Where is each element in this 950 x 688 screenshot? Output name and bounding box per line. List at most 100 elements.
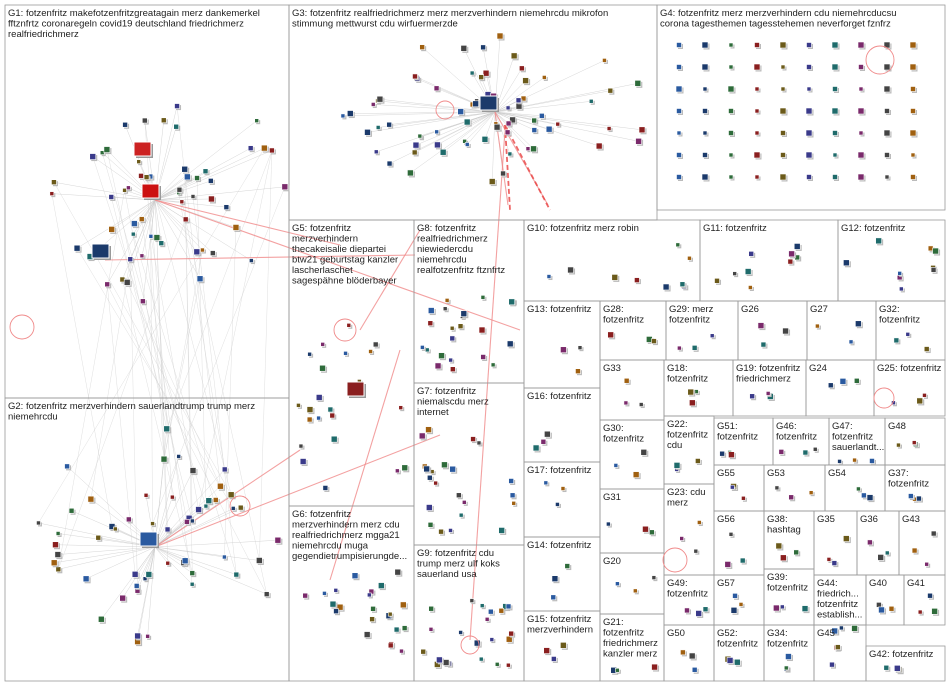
node[interactable]: [815, 323, 820, 329]
hub-node[interactable]: [133, 141, 152, 157]
node[interactable]: [217, 482, 224, 490]
node[interactable]: [479, 603, 485, 608]
node[interactable]: [480, 44, 486, 51]
node[interactable]: [688, 652, 696, 660]
node[interactable]: [779, 41, 787, 49]
node[interactable]: [399, 648, 404, 654]
node[interactable]: [478, 74, 484, 80]
node[interactable]: [481, 136, 489, 143]
node[interactable]: [488, 178, 496, 185]
node[interactable]: [210, 250, 216, 256]
node[interactable]: [449, 325, 455, 331]
node[interactable]: [732, 593, 738, 599]
node[interactable]: [153, 234, 161, 241]
node[interactable]: [606, 521, 611, 527]
node[interactable]: [333, 608, 339, 615]
node[interactable]: [506, 662, 511, 668]
node[interactable]: [480, 354, 486, 360]
node[interactable]: [52, 541, 59, 549]
node[interactable]: [184, 173, 191, 181]
node[interactable]: [875, 237, 882, 245]
node[interactable]: [373, 149, 379, 155]
node[interactable]: [702, 606, 709, 613]
node[interactable]: [330, 435, 338, 443]
node[interactable]: [753, 63, 761, 71]
node[interactable]: [140, 298, 146, 305]
node[interactable]: [754, 42, 760, 48]
node[interactable]: [848, 339, 854, 345]
node[interactable]: [281, 183, 289, 191]
node[interactable]: [176, 186, 183, 193]
node[interactable]: [327, 406, 334, 413]
node[interactable]: [511, 500, 517, 506]
node[interactable]: [181, 557, 189, 565]
node[interactable]: [679, 281, 686, 288]
node[interactable]: [638, 126, 646, 134]
node[interactable]: [329, 412, 336, 419]
node[interactable]: [857, 107, 865, 115]
node[interactable]: [269, 147, 275, 154]
node[interactable]: [778, 449, 785, 455]
node[interactable]: [372, 341, 379, 348]
node[interactable]: [448, 357, 453, 363]
node[interactable]: [498, 527, 505, 534]
node[interactable]: [676, 152, 682, 158]
node[interactable]: [831, 107, 839, 115]
node[interactable]: [274, 536, 282, 544]
node[interactable]: [560, 346, 567, 354]
node[interactable]: [697, 520, 702, 525]
node[interactable]: [412, 73, 418, 80]
node[interactable]: [418, 432, 426, 440]
node[interactable]: [419, 44, 425, 50]
node[interactable]: [470, 436, 476, 442]
node[interactable]: [200, 247, 205, 253]
node[interactable]: [693, 548, 699, 554]
node[interactable]: [649, 529, 655, 536]
node[interactable]: [728, 152, 734, 158]
node[interactable]: [788, 494, 794, 501]
node[interactable]: [829, 661, 835, 668]
node[interactable]: [319, 364, 326, 372]
node[interactable]: [333, 588, 339, 593]
node[interactable]: [176, 454, 181, 459]
node[interactable]: [651, 575, 657, 580]
node[interactable]: [386, 121, 392, 128]
node[interactable]: [779, 173, 787, 181]
node[interactable]: [505, 105, 511, 111]
node[interactable]: [805, 129, 813, 137]
node[interactable]: [916, 495, 922, 502]
node[interactable]: [505, 603, 512, 610]
node[interactable]: [51, 179, 57, 186]
node[interactable]: [510, 52, 518, 60]
node[interactable]: [506, 340, 514, 348]
node[interactable]: [785, 653, 792, 660]
node[interactable]: [931, 608, 938, 615]
node[interactable]: [138, 216, 145, 222]
node[interactable]: [433, 480, 438, 486]
node[interactable]: [346, 110, 354, 117]
node[interactable]: [463, 118, 471, 126]
node[interactable]: [613, 463, 619, 468]
node[interactable]: [525, 146, 531, 151]
node[interactable]: [930, 530, 937, 537]
node[interactable]: [793, 243, 801, 250]
node[interactable]: [588, 98, 594, 104]
node[interactable]: [857, 173, 865, 181]
node[interactable]: [254, 118, 259, 123]
node[interactable]: [64, 463, 70, 470]
node[interactable]: [411, 149, 418, 156]
node[interactable]: [748, 251, 755, 257]
node[interactable]: [438, 352, 445, 359]
node[interactable]: [174, 103, 180, 109]
node[interactable]: [545, 125, 553, 133]
node[interactable]: [719, 450, 725, 457]
node[interactable]: [472, 100, 479, 108]
node[interactable]: [635, 137, 642, 145]
node[interactable]: [774, 485, 780, 491]
node[interactable]: [212, 497, 219, 503]
node[interactable]: [164, 526, 171, 533]
node[interactable]: [442, 659, 450, 666]
node[interactable]: [839, 625, 844, 631]
node[interactable]: [793, 549, 800, 556]
node[interactable]: [780, 152, 786, 158]
